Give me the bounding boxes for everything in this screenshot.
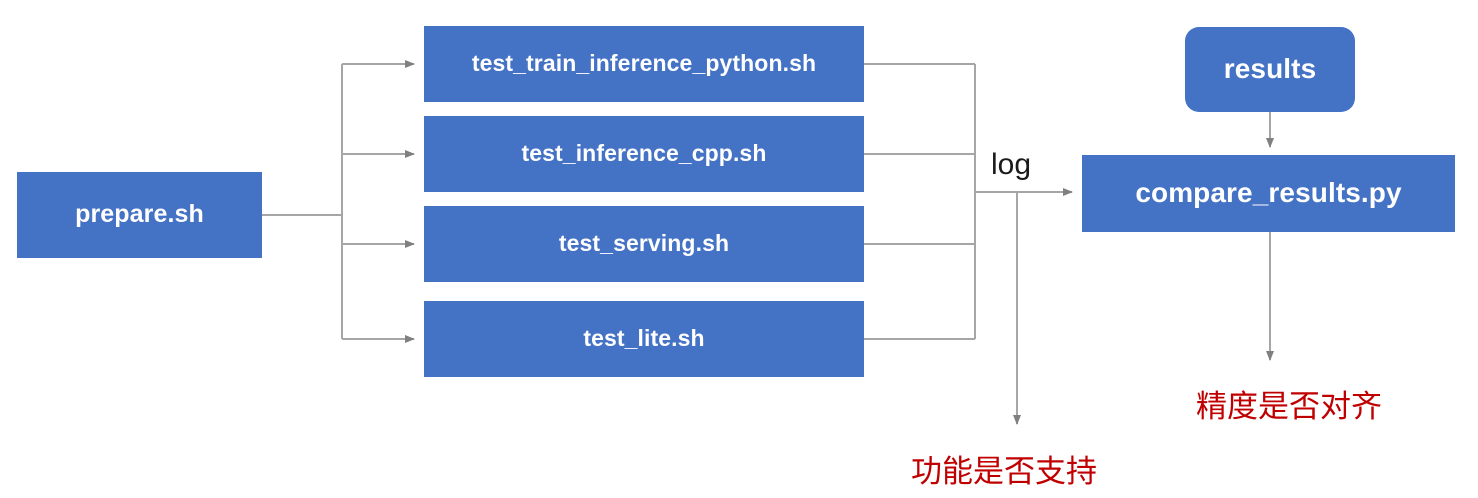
- node-test-train-inference-python-label: test_train_inference_python.sh: [471, 50, 817, 77]
- node-test-lite[interactable]: test_lite.sh: [424, 301, 864, 377]
- node-prepare-sh[interactable]: prepare.sh: [17, 172, 262, 258]
- node-test-inference-cpp-label: test_inference_cpp.sh: [521, 140, 767, 167]
- edge-label-log-text: log: [991, 148, 1032, 181]
- note-feature-support: 功能是否支持: [911, 446, 1097, 491]
- note-precision-aligned: 精度是否对齐: [1196, 381, 1382, 426]
- node-test-train-inference-python[interactable]: test_train_inference_python.sh: [424, 26, 864, 102]
- node-test-lite-label: test_lite.sh: [583, 325, 705, 352]
- node-test-serving-label: test_serving.sh: [558, 230, 730, 257]
- note-feature-support-text: 功能是否支持: [911, 454, 1097, 489]
- node-test-inference-cpp[interactable]: test_inference_cpp.sh: [424, 116, 864, 192]
- node-test-serving[interactable]: test_serving.sh: [424, 206, 864, 282]
- node-prepare-sh-label: prepare.sh: [75, 200, 204, 229]
- edge-label-log: log: [991, 148, 1031, 182]
- node-results-label: results: [1223, 53, 1317, 85]
- node-compare-results-py-label: compare_results.py: [1135, 177, 1402, 209]
- node-compare-results-py[interactable]: compare_results.py: [1082, 155, 1455, 232]
- note-precision-aligned-text: 精度是否对齐: [1196, 389, 1382, 424]
- node-results[interactable]: results: [1185, 27, 1355, 112]
